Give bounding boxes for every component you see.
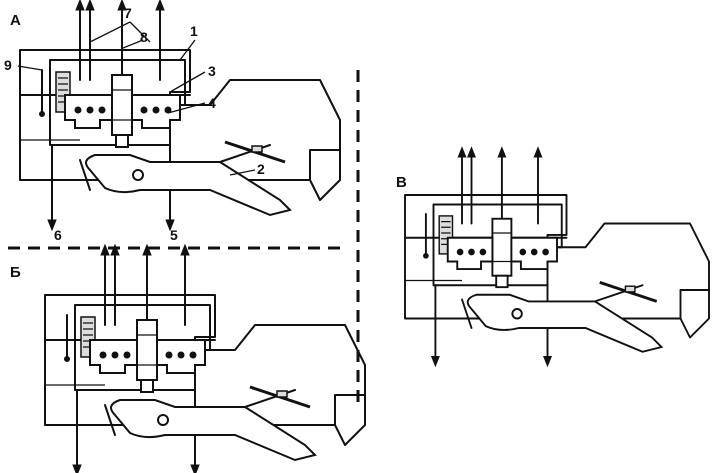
callout-2: 2 <box>257 161 265 177</box>
panel-label-a: А <box>10 12 21 29</box>
callout-leaders <box>17 21 256 176</box>
panel-b-drawing <box>43 243 367 473</box>
panel-a-drawing <box>18 0 342 232</box>
panel-label-b: Б <box>10 264 21 281</box>
callout-6: 6 <box>54 227 62 243</box>
callout-9: 9 <box>4 57 12 73</box>
callout-8: 8 <box>140 29 148 45</box>
callout-3: 3 <box>208 63 216 79</box>
panel-v-drawing <box>403 146 711 368</box>
panel-label-v: В <box>396 174 407 191</box>
callout-5: 5 <box>170 227 178 243</box>
callout-4: 4 <box>208 95 216 111</box>
callout-7: 7 <box>124 5 132 21</box>
callout-1: 1 <box>190 23 198 39</box>
